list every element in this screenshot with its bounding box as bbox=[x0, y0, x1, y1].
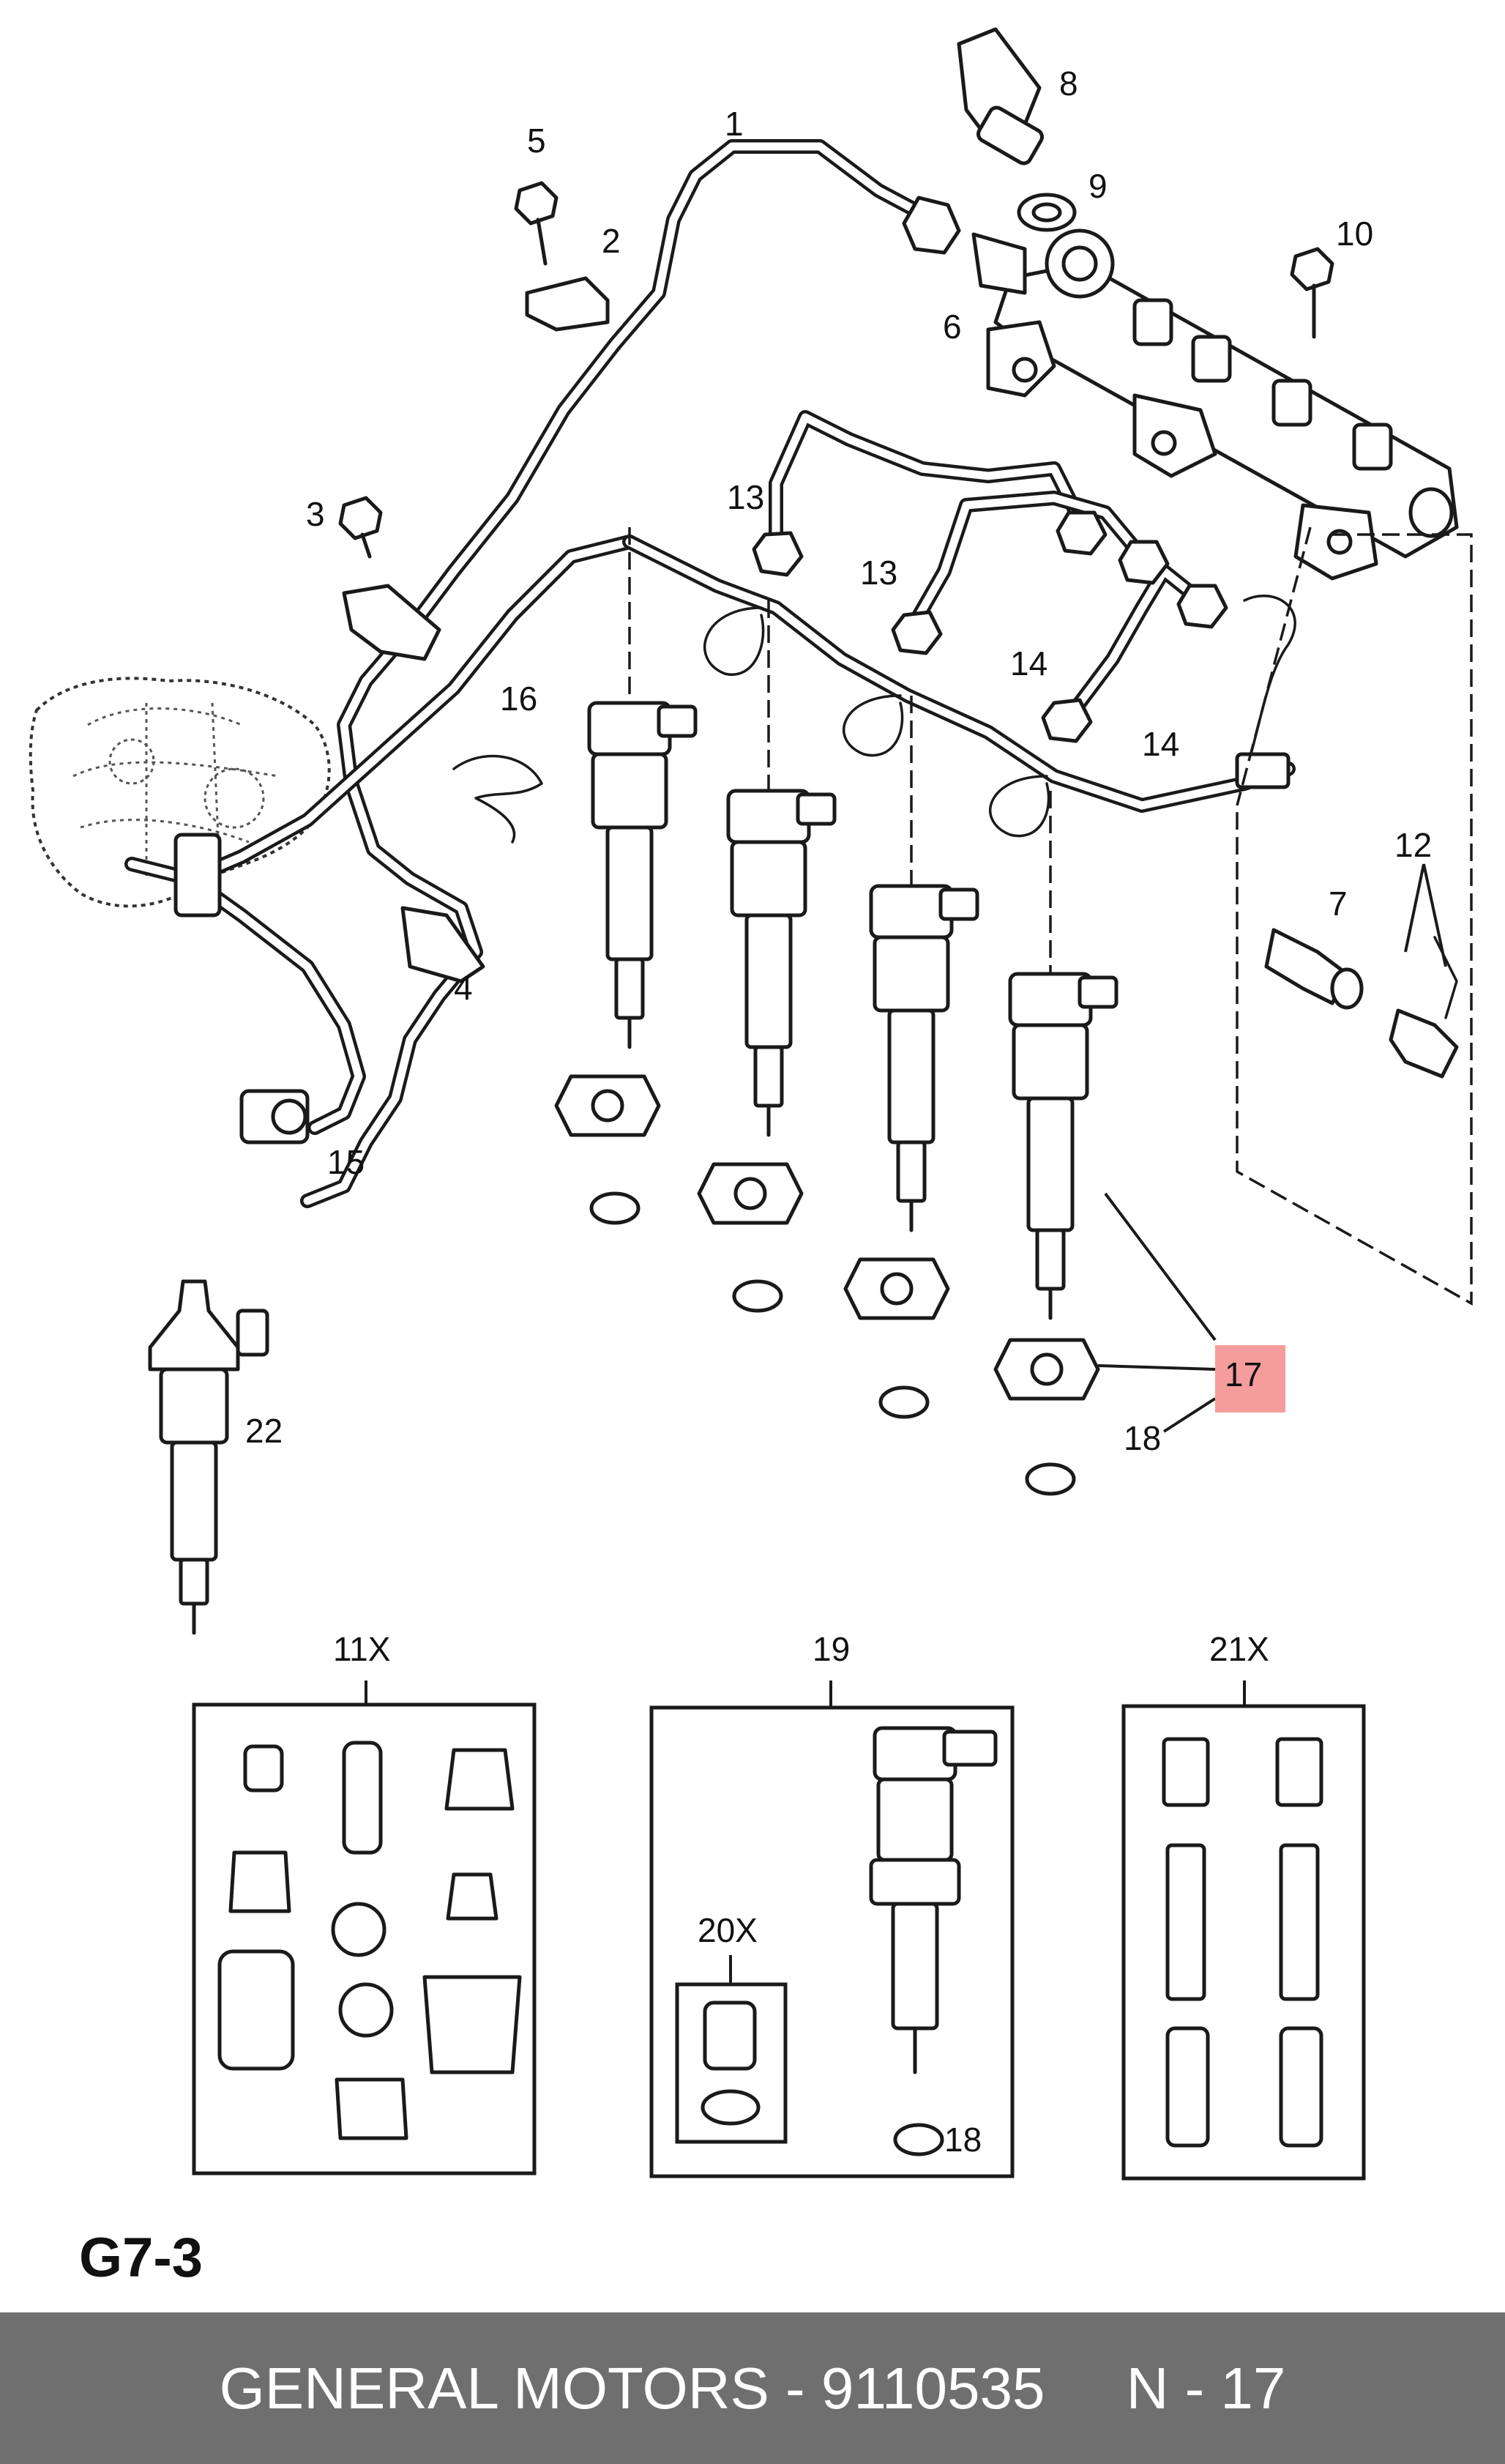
leader-12 bbox=[1404, 863, 1447, 967]
fuel-pump-icon bbox=[29, 677, 331, 908]
kit-box-21x bbox=[1121, 1704, 1366, 2181]
kit-box-20x bbox=[675, 1982, 788, 2144]
gasket-icon bbox=[554, 1074, 1100, 1401]
callout-2: 2 bbox=[602, 222, 621, 260]
callout-18a: 18 bbox=[1124, 1419, 1161, 1457]
leader-17 bbox=[1097, 1192, 1217, 1433]
callout-21x: 21X bbox=[1209, 1630, 1269, 1668]
fuel-injector-icon bbox=[148, 701, 1119, 1635]
callout-5: 5 bbox=[527, 122, 546, 160]
callout-19: 19 bbox=[813, 1630, 850, 1668]
callout-20x: 20X bbox=[698, 1911, 758, 1949]
kit-19-injector bbox=[869, 1726, 998, 2074]
kit-19-seal bbox=[893, 2123, 944, 2156]
kit-20x-sleeve bbox=[703, 2000, 757, 2071]
callout-16: 16 bbox=[500, 680, 537, 718]
pipe-nut-icon bbox=[902, 196, 961, 255]
callout-14a: 14 bbox=[1010, 644, 1047, 682]
callout-9: 9 bbox=[1088, 167, 1108, 205]
seal-ring-icon bbox=[1017, 193, 1077, 232]
page-code: G7-3 bbox=[79, 2227, 203, 2289]
callout-3: 3 bbox=[306, 495, 325, 533]
callout-15: 15 bbox=[327, 1143, 365, 1181]
callout-14b: 14 bbox=[1142, 725, 1179, 763]
footer-text: GENERAL MOTORS - 9110535 N - 17 bbox=[219, 2355, 1286, 2421]
callout-6: 6 bbox=[943, 308, 962, 346]
callout-12: 12 bbox=[1394, 826, 1432, 864]
callout-1: 1 bbox=[725, 105, 744, 143]
callout-18b: 18 bbox=[944, 2121, 982, 2159]
callout-7: 7 bbox=[1329, 885, 1348, 923]
sensor-icon bbox=[1264, 928, 1459, 1079]
callout-13a: 13 bbox=[727, 478, 764, 516]
callout-17: 17 bbox=[1225, 1355, 1262, 1393]
injector-pipes bbox=[752, 410, 1228, 743]
kit-11x-parts bbox=[217, 1741, 522, 2140]
high-pressure-pipe bbox=[300, 139, 961, 1208]
callout-22: 22 bbox=[245, 1412, 283, 1450]
bolt-icon bbox=[338, 181, 1334, 559]
fuel-rail-icon bbox=[971, 228, 1459, 581]
pressure-sensor-icon bbox=[957, 27, 1044, 165]
callout-17-highlight bbox=[1215, 1345, 1285, 1412]
callout-10: 10 bbox=[1336, 215, 1373, 253]
parts-diagram: 1 2 3 4 5 6 7 8 9 10 12 13 13 14 14 15 1… bbox=[29, 27, 1473, 2181]
kit-20x-o-ring bbox=[701, 2089, 761, 2126]
clip-icon bbox=[342, 276, 610, 983]
footer-bar: GENERAL MOTORS - 9110535 N - 17 bbox=[0, 2312, 1505, 2464]
kit-box-11x bbox=[192, 1702, 537, 2175]
kit-box-19 bbox=[649, 1705, 1015, 2178]
callout-8: 8 bbox=[1059, 64, 1078, 103]
callout-4: 4 bbox=[454, 969, 473, 1007]
callout-11x: 11X bbox=[333, 1630, 390, 1668]
kit-21x-parts bbox=[1162, 1737, 1323, 2148]
callout-13b: 13 bbox=[860, 554, 897, 592]
return-line bbox=[124, 535, 637, 1144]
rail-leader-box bbox=[628, 526, 1473, 1306]
seal-ring-icon bbox=[589, 1191, 1076, 1496]
